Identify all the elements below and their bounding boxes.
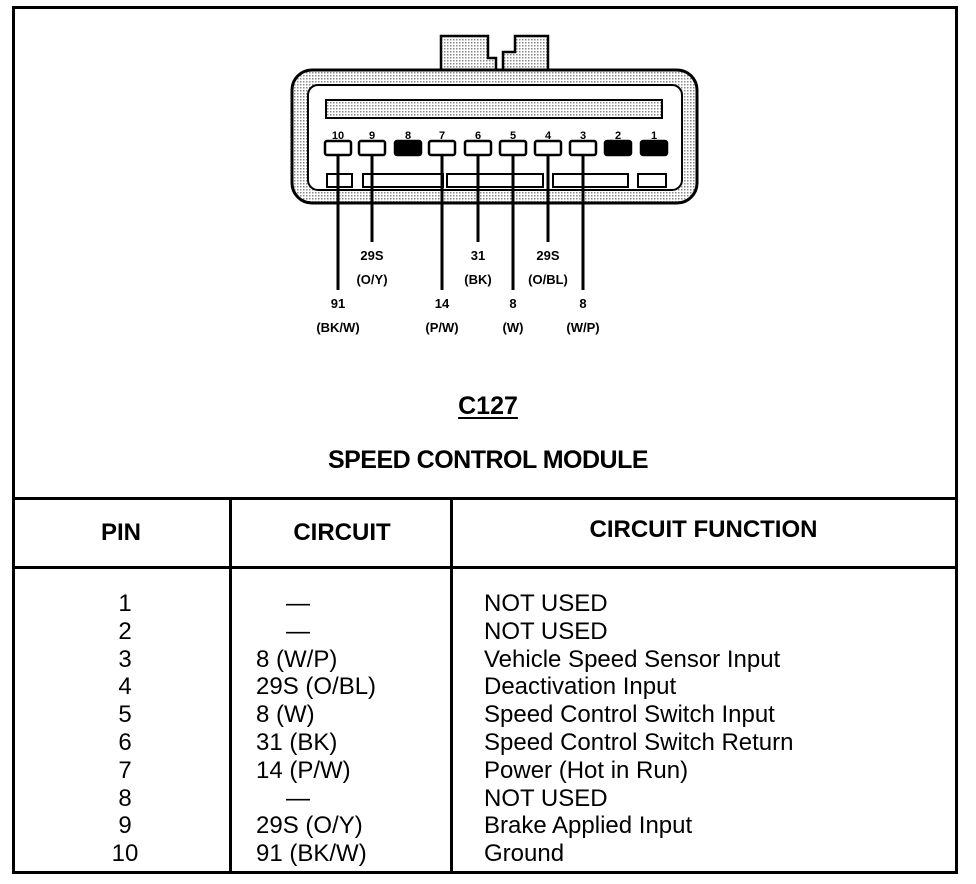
cavity-number: 9 bbox=[369, 130, 375, 142]
table-cell-circuit: — bbox=[286, 617, 310, 645]
wire-color-label: (W) bbox=[503, 320, 524, 335]
table-cell-function: Ground bbox=[484, 840, 565, 868]
wire-circuit-label: 91 bbox=[331, 296, 345, 311]
table-cell-pin: 4 bbox=[118, 673, 132, 701]
table-cell-pin: 1 bbox=[118, 590, 132, 617]
wire-circuit-label: 14 bbox=[435, 296, 450, 311]
cavity-number: 8 bbox=[405, 130, 411, 142]
table-cell-function: NOT USED bbox=[484, 784, 608, 812]
table-cell-circuit: 14 (P/W) bbox=[256, 756, 351, 784]
keying-rib bbox=[552, 173, 629, 188]
wire-color-label: (BK) bbox=[464, 272, 491, 287]
table-cell-pin: 9 bbox=[118, 812, 132, 840]
column-divider bbox=[229, 497, 232, 874]
keying-rib bbox=[637, 173, 667, 188]
cavity-empty bbox=[639, 139, 669, 157]
table-cell-function: Brake Applied Input bbox=[484, 812, 693, 840]
cavity-number: 1 bbox=[651, 130, 657, 142]
table-cell-circuit: 91 (BK/W) bbox=[256, 840, 367, 868]
cavity-number: 6 bbox=[475, 130, 481, 142]
wire-color-label: (O/Y) bbox=[356, 272, 387, 287]
table-cell-circuit: 8 (W) bbox=[256, 701, 315, 729]
table-cell-function: Power (Hot in Run) bbox=[484, 756, 689, 784]
table-cell-function: NOT USED bbox=[484, 617, 608, 645]
wire-circuit-label: 8 bbox=[509, 296, 516, 311]
table-cell-circuit: — bbox=[286, 784, 310, 812]
table-cell-pin: 8 bbox=[118, 784, 132, 812]
table-cell-function: Vehicle Speed Sensor Input bbox=[484, 645, 781, 673]
wire-color-label: (W/P) bbox=[566, 320, 599, 335]
table-cell-circuit: — bbox=[286, 590, 310, 617]
cavity-terminal bbox=[568, 139, 598, 157]
cavity-number: 2 bbox=[615, 130, 621, 142]
keying-rib bbox=[446, 173, 544, 188]
cavity-number: 4 bbox=[545, 130, 552, 142]
cavity-terminal bbox=[498, 139, 528, 157]
cavity-number: 3 bbox=[580, 130, 586, 142]
table-cell-pin: 3 bbox=[118, 645, 132, 673]
wire-color-label: (O/BL) bbox=[528, 272, 568, 287]
table-cell-pin: 6 bbox=[118, 728, 132, 756]
wire-color-label: (P/W) bbox=[425, 320, 458, 335]
cavity-number: 10 bbox=[332, 130, 344, 142]
cavity-terminal bbox=[533, 139, 563, 157]
circuit-column: ——8 (W/P)29S (O/BL)8 (W)31 (BK)14 (P/W)—… bbox=[256, 590, 446, 868]
wire-color-label: (BK/W) bbox=[316, 320, 359, 335]
table-cell-function: Deactivation Input bbox=[484, 673, 677, 701]
table-cell-pin: 5 bbox=[118, 701, 132, 729]
cavity-terminal bbox=[463, 139, 493, 157]
cavity-number: 5 bbox=[510, 130, 516, 142]
locking-tab-right bbox=[501, 34, 550, 74]
wire-circuit-label: 8 bbox=[579, 296, 586, 311]
cavity-empty bbox=[603, 139, 633, 157]
locking-tab-left bbox=[439, 34, 498, 74]
column-divider bbox=[450, 497, 453, 874]
wire-circuit-label: 29S bbox=[536, 248, 559, 263]
table-cell-pin: 2 bbox=[118, 617, 132, 645]
cavity-terminal bbox=[427, 139, 457, 157]
connector-diagram: 10 9 8 7 6 5 4 3 2 1 29S (O/Y) 31 (BK) 29S (O/BL) 91 (BK… bbox=[290, 34, 699, 335]
table-cell-circuit: 31 (BK) bbox=[256, 728, 338, 756]
wire-circuit-label: 31 bbox=[471, 248, 485, 263]
cavity-number: 7 bbox=[439, 130, 445, 142]
header-pin: PIN bbox=[100, 519, 141, 546]
table-cell-circuit: 29S (O/Y) bbox=[256, 812, 363, 840]
cavity-terminal bbox=[323, 139, 353, 157]
table-cell-circuit: 8 (W/P) bbox=[256, 645, 338, 673]
header-circuit: CIRCUIT bbox=[293, 519, 391, 546]
table-header: PIN CIRCUIT CIRCUIT FUNCTION bbox=[12, 497, 958, 569]
table-cell-pin: 10 bbox=[111, 840, 139, 868]
table-cell-function: Speed Control Switch Input bbox=[484, 701, 775, 729]
table-cell-function: Speed Control Switch Return bbox=[484, 728, 794, 756]
table-cell-function: NOT USED bbox=[484, 590, 608, 617]
table-cell-circuit: 29S (O/BL) bbox=[256, 673, 377, 701]
header-circuit-function: CIRCUIT FUNCTION bbox=[589, 516, 818, 543]
cavity-terminal bbox=[357, 139, 387, 157]
connector-id: C127 bbox=[458, 392, 518, 420]
table-cell-pin: 7 bbox=[118, 756, 132, 784]
wire-circuit-label: 29S bbox=[360, 248, 383, 263]
module-title: SPEED CONTROL MODULE bbox=[327, 446, 649, 474]
cavity-empty bbox=[393, 139, 423, 157]
diagram-frame bbox=[12, 6, 958, 874]
connector-slot bbox=[325, 99, 663, 119]
